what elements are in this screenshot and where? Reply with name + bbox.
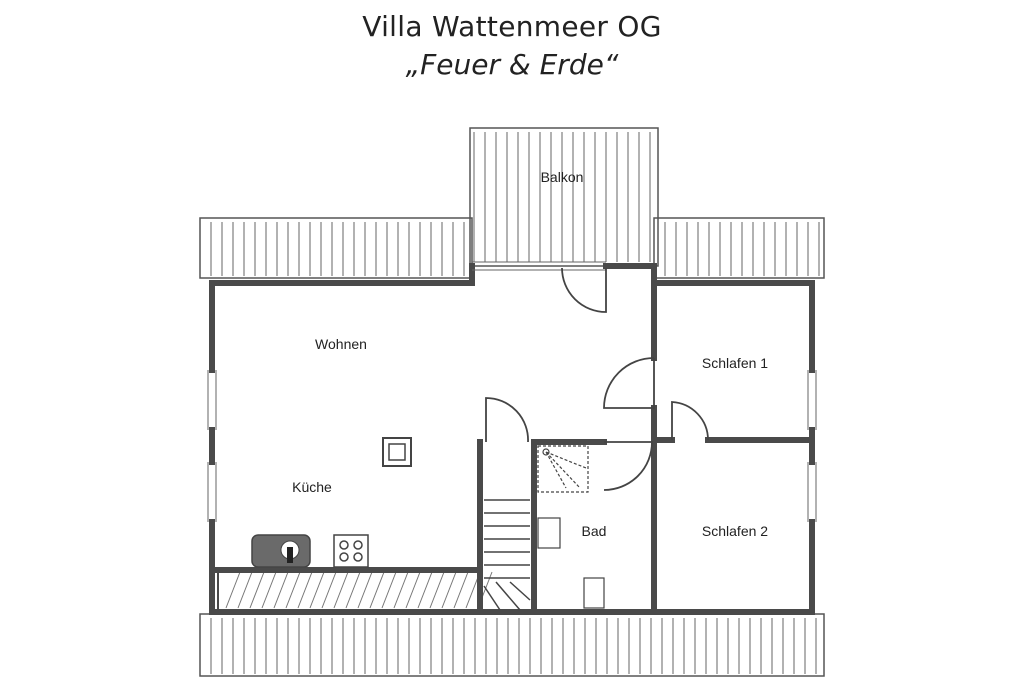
page-title: Villa Wattenmeer OG (362, 10, 662, 43)
shower (537, 445, 589, 493)
hatch-line (405, 571, 421, 609)
bath-fixtures (537, 445, 605, 609)
room-label-bad: Bad (582, 523, 607, 539)
door-balcony (561, 267, 607, 313)
hatch-line (453, 571, 469, 609)
hatch-line (321, 571, 337, 609)
walls (209, 263, 815, 615)
stove (333, 534, 369, 568)
toilet (583, 577, 605, 609)
hatch-line (273, 571, 289, 609)
page-subtitle: „Feuer & Erde“ (405, 48, 619, 81)
shower-head (542, 448, 550, 456)
staircase (483, 499, 531, 611)
wall-top-left (209, 263, 475, 286)
stove-burner (353, 552, 363, 562)
window-right-1 (807, 370, 817, 430)
stove-burner (353, 540, 363, 550)
room-label-wohnen: Wohnen (315, 336, 367, 352)
hatch-line (237, 571, 253, 609)
balcony-door-sill (472, 261, 606, 271)
window-left-2 (207, 462, 217, 522)
hatch-line (309, 571, 325, 609)
stair-tread (509, 581, 531, 601)
stair-tread (495, 581, 521, 611)
door-bedroom2 (671, 401, 709, 441)
balcony-outline (469, 127, 659, 267)
hatch-line (357, 571, 373, 609)
sink (251, 534, 311, 568)
roof-top-right (653, 217, 825, 279)
hatch-line (345, 571, 361, 609)
stair-tread (483, 585, 501, 611)
room-label-balkon: Balkon (541, 169, 584, 185)
hatch-line (261, 571, 277, 609)
door-stair (485, 397, 529, 443)
hatch-line (429, 571, 445, 609)
door-bath (603, 441, 653, 491)
room-label-schlafen2: Schlafen 2 (702, 523, 768, 539)
hatch-line (441, 571, 457, 609)
stove-burner (339, 540, 349, 550)
chimney (382, 437, 412, 467)
roof-stripes (210, 132, 820, 674)
windows (207, 261, 817, 522)
wall-balcony-right (603, 263, 815, 286)
door-bedroom1 (603, 357, 655, 409)
hatch-line (249, 571, 265, 609)
hatch-line (297, 571, 313, 609)
sink-tap (287, 547, 293, 563)
window-right-2 (807, 462, 817, 522)
hatch-line (369, 571, 385, 609)
hatch-line (393, 571, 409, 609)
doors (485, 267, 709, 491)
roof-top-left (199, 217, 473, 279)
room-label-schlafen1: Schlafen 1 (702, 355, 768, 371)
hatch-line (333, 571, 349, 609)
shower-spray (545, 451, 587, 489)
roof-bottom (199, 613, 825, 677)
hatch-line (285, 571, 301, 609)
kitchen-counter-hatch (225, 571, 493, 609)
hatch-line (417, 571, 433, 609)
window-left-1 (207, 370, 217, 430)
stove-body (333, 534, 369, 568)
chimney-inner (388, 443, 406, 461)
hatch-line (225, 571, 241, 609)
room-label-kueche: Küche (292, 479, 332, 495)
hatch-line (381, 571, 397, 609)
roof-outlines (199, 127, 825, 677)
washbasin (537, 517, 561, 549)
stove-burner (339, 552, 349, 562)
